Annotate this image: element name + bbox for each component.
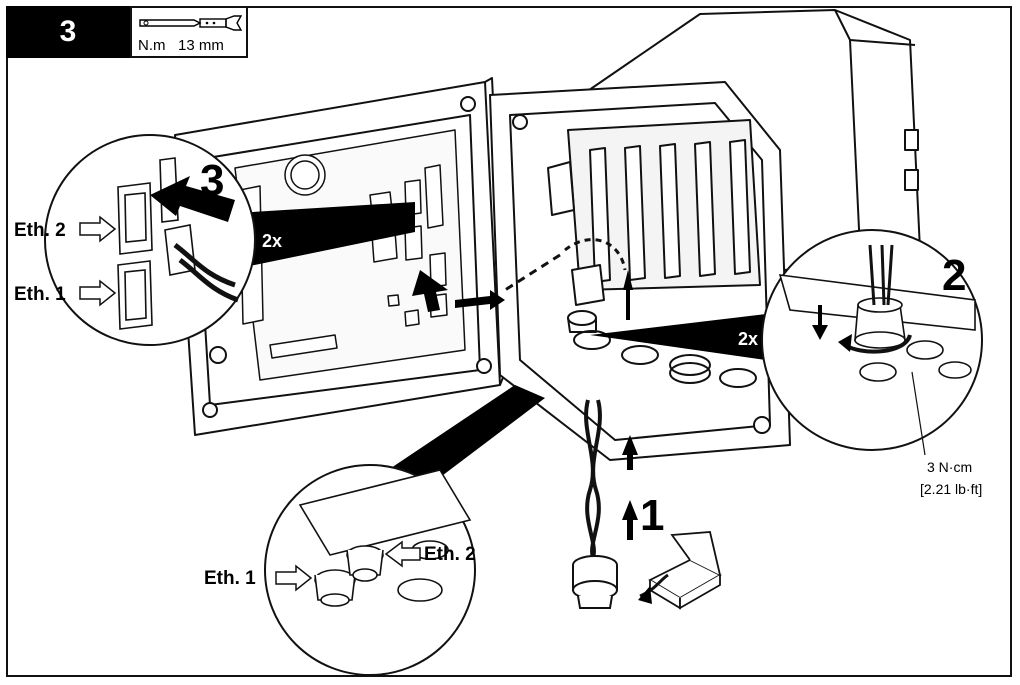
step-number: 3 (59, 15, 77, 48)
step-label-3: 3 (200, 156, 224, 205)
arrow-up-1b (622, 500, 638, 540)
arrow-insert-connector (150, 176, 235, 222)
arrow-up-1a (622, 435, 638, 470)
eth2-label-gland: Eth. 2 (424, 544, 476, 565)
step-number-badge: 3 (6, 6, 130, 58)
wrench-size: 13 mm (178, 37, 224, 54)
tool-requirements-box: N.m 13 mm (130, 6, 248, 58)
packaging-box (648, 531, 722, 610)
arrow-into-box (638, 586, 652, 604)
step-label-1: 1 (640, 491, 664, 540)
detail-circle-gland-nut (761, 229, 983, 451)
tool-spec: N.m 13 mm (138, 37, 224, 54)
diagram-frame (6, 6, 1012, 677)
eth1-label-connector: Eth. 1 (14, 284, 66, 305)
ethernet-cable (584, 399, 602, 561)
movement-arrows (150, 176, 828, 540)
arrow-up-housing (623, 270, 633, 320)
torque-unit: N.m (138, 37, 166, 54)
eth2-label-connector: Eth. 2 (14, 220, 66, 241)
arrow-down-nut (812, 305, 828, 340)
cable-gland (572, 555, 618, 609)
arrow-rotate-nut (838, 334, 852, 352)
repeat-label-left: 2x (262, 231, 282, 251)
torque-value: 3 N·cm (927, 459, 972, 475)
torque-wrench-icon (139, 15, 243, 31)
torque-leader-line (911, 371, 926, 456)
repeat-label-right: 2x (738, 329, 758, 349)
detail-circle-installed-glands (264, 464, 476, 676)
terminal-compartment (489, 81, 791, 461)
cable-gland-ports (567, 264, 757, 388)
zoom-cones (236, 202, 800, 500)
torque-value-imperial: [2.21 lb·ft] (920, 481, 982, 497)
label-pointer-arrows (79, 215, 421, 592)
step-label-2: 2 (942, 251, 966, 300)
callout-labels: 3 2 1 2x 2x Eth. 2 Eth. 1 Eth. 1 Eth. 2 … (14, 156, 982, 589)
eth1-label-gland: Eth. 1 (204, 568, 256, 589)
